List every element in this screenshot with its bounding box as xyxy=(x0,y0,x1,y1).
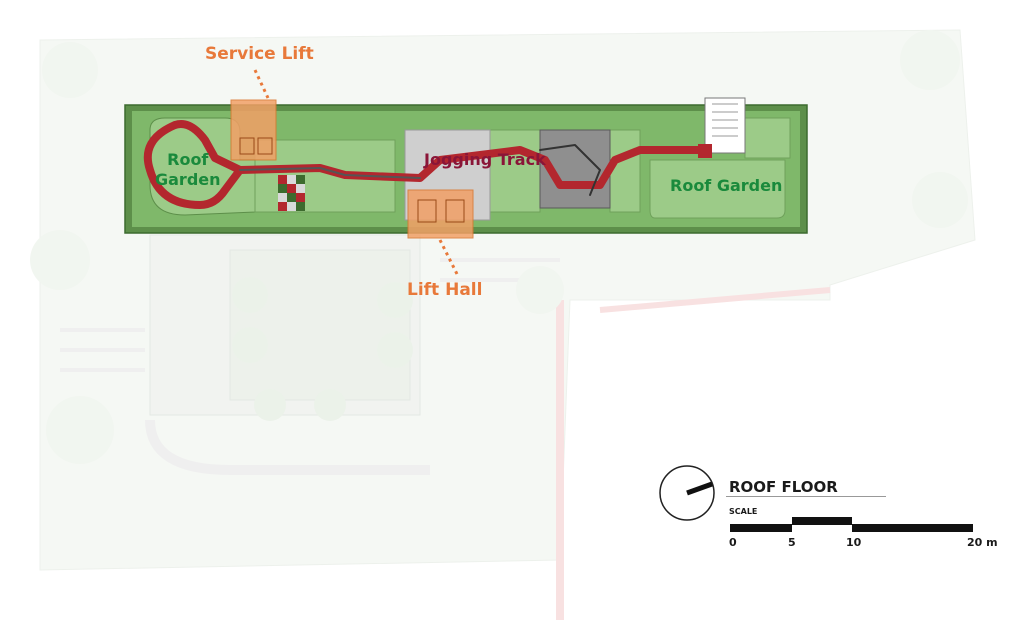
scale-tick-10: 10 xyxy=(846,536,862,549)
jogging-track-path xyxy=(143,120,712,209)
roof-garden-left-line1: Roof xyxy=(167,150,209,169)
roof-garden-left-line2: Garden xyxy=(155,170,221,189)
lift-hall-label: Lift Hall xyxy=(407,280,483,300)
scale-caption: SCALE xyxy=(729,507,758,516)
service-lift-leader xyxy=(253,69,270,99)
seating-pads xyxy=(278,175,305,211)
scale-tick-5: 5 xyxy=(788,536,796,549)
scale-bar xyxy=(730,517,973,532)
jogging-track-label: Jogging Track xyxy=(424,150,546,169)
north-arrow-icon xyxy=(659,465,715,521)
scale-tick-20: 20 m xyxy=(967,536,998,549)
roof-garden-left-label: Roof Garden xyxy=(155,150,221,190)
scale-tick-0: 0 xyxy=(729,536,737,549)
roof-garden-right-label: Roof Garden xyxy=(670,176,783,195)
title-rule xyxy=(726,496,886,497)
service-lift-block xyxy=(230,99,277,161)
lift-hall-block xyxy=(407,189,474,239)
service-lift-label: Service Lift xyxy=(205,44,314,64)
plan-title: ROOF FLOOR xyxy=(729,478,838,496)
